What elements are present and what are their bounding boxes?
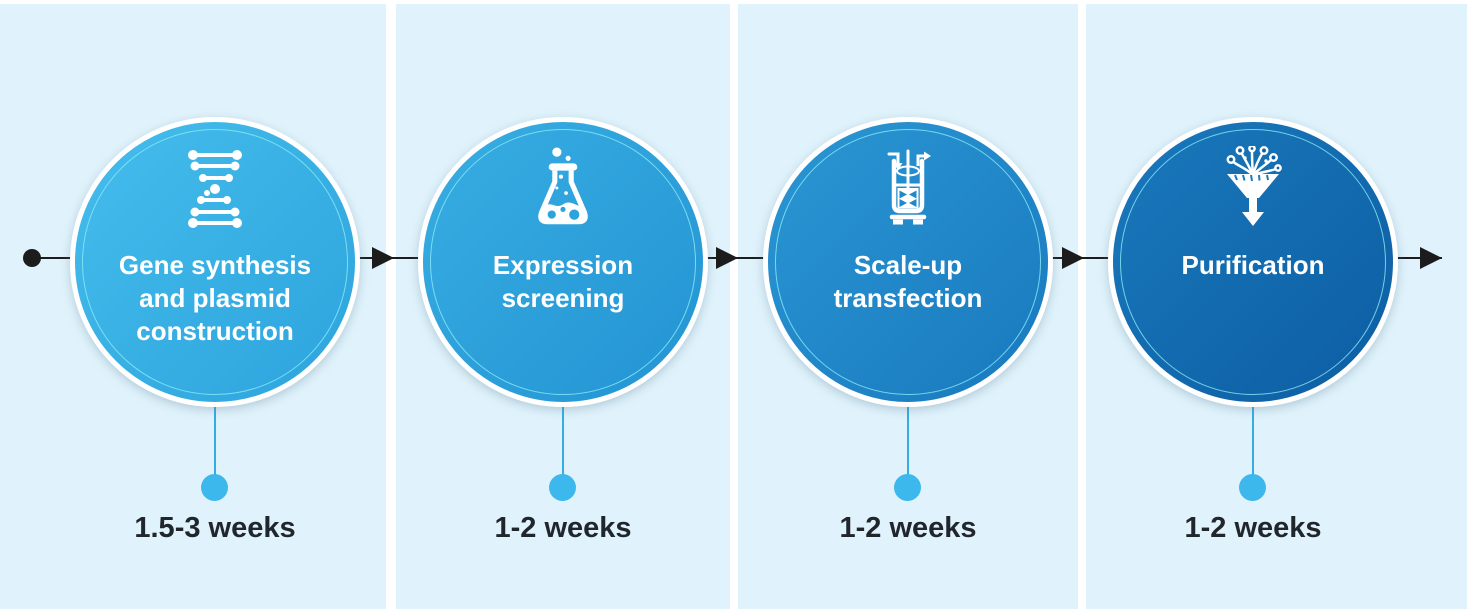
- duration-dot: [894, 474, 921, 501]
- stage-label: Scale-up transfection: [833, 250, 983, 314]
- stage-label: Expression screening: [492, 250, 634, 314]
- arrow-right-icon: [1420, 247, 1442, 269]
- bioreactor-icon: [876, 147, 940, 231]
- flask-icon: [529, 147, 597, 231]
- stage-circle-scale-up: Scale-up transfection: [763, 117, 1053, 407]
- duration-dot: [549, 474, 576, 501]
- duration-dot: [201, 474, 228, 501]
- duration-label: 1.5-3 weeks: [134, 512, 296, 544]
- duration-label: 1-2 weeks: [494, 512, 632, 544]
- arrow-right-icon: [1062, 247, 1084, 269]
- flow-start-dot: [23, 249, 41, 267]
- stage-label: Purification: [1181, 250, 1325, 280]
- arrow-right-icon: [372, 247, 394, 269]
- duration-connector-line: [907, 406, 909, 476]
- duration-connector-line: [1252, 406, 1254, 476]
- arrow-right-icon: [716, 247, 738, 269]
- dna-icon: [183, 147, 247, 231]
- stage-circle-gene-synthesis: Gene synthesis and plasmid construction: [70, 117, 360, 407]
- stage-circle-expression-screening: Expression screening: [418, 117, 708, 407]
- duration-dot: [1239, 474, 1266, 501]
- duration-connector-line: [214, 406, 216, 476]
- duration-connector-line: [562, 406, 564, 476]
- duration-label: 1-2 weeks: [1184, 512, 1322, 544]
- duration-label: 1-2 weeks: [839, 512, 977, 544]
- stage-label: Gene synthesis and plasmid construction: [118, 250, 312, 347]
- funnel-icon: [1222, 146, 1284, 231]
- stage-circle-purification: Purification: [1108, 117, 1398, 407]
